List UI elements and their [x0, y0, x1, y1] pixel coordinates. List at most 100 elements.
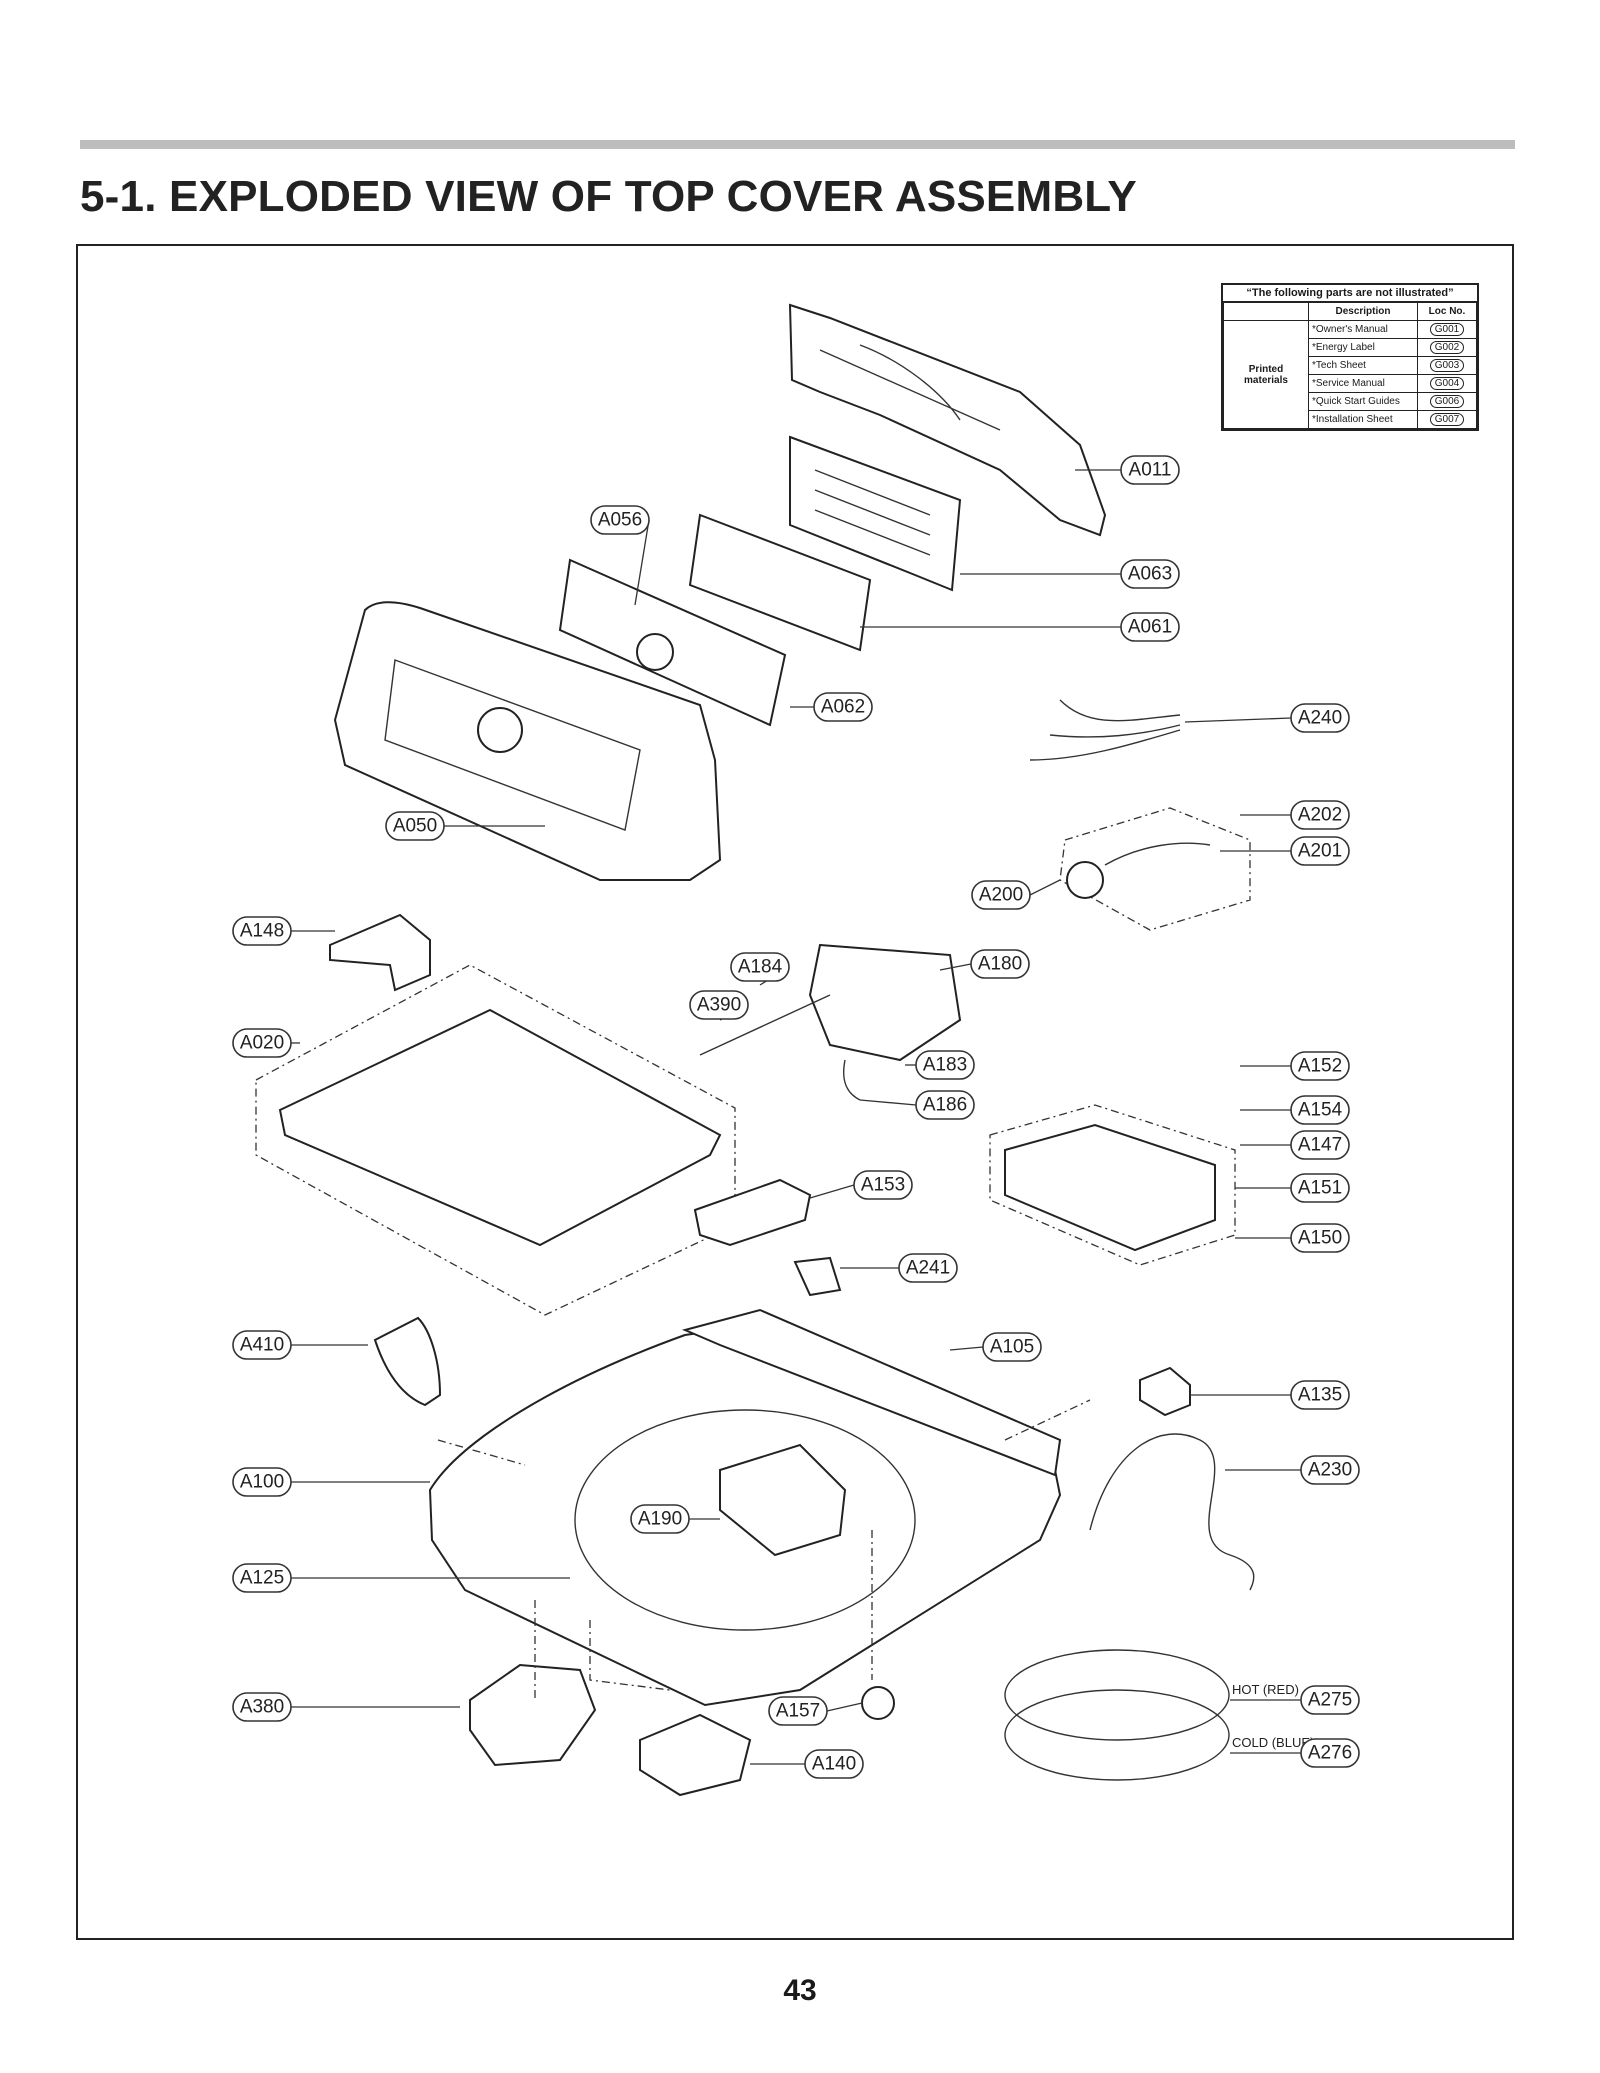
callout-label-A135: A135	[1298, 1385, 1342, 1406]
legend-loc-cell: G006	[1417, 392, 1477, 411]
callout-label-A153: A153	[861, 1175, 905, 1196]
assembly-line-1	[437, 1439, 526, 1466]
callout-A100: A100	[232, 1467, 430, 1497]
legend-description: *Service Manual	[1308, 374, 1418, 393]
callout-label-A151: A151	[1298, 1178, 1342, 1199]
callout-A147: A147	[1240, 1130, 1350, 1160]
callout-label-A183: A183	[923, 1055, 967, 1076]
part-A011-shape	[788, 303, 1107, 537]
part-A200-shape	[1066, 861, 1104, 899]
part-A050-dial	[477, 707, 523, 753]
callout-bubble-A135	[1290, 1380, 1350, 1410]
part-A061-shape	[688, 513, 872, 652]
callout-A410: A410	[232, 1330, 368, 1360]
callout-label-A157: A157	[776, 1701, 820, 1722]
callout-bubble-A276	[1300, 1738, 1360, 1768]
callout-A020: A020	[232, 1028, 300, 1058]
callout-label-A230: A230	[1308, 1460, 1352, 1481]
callout-A152: A152	[1240, 1051, 1350, 1081]
callout-bubble-A275	[1300, 1685, 1360, 1715]
callout-label-A180: A180	[978, 954, 1022, 975]
legend-header-blank	[1223, 302, 1309, 321]
legend-header-loc: Loc No.	[1417, 302, 1477, 321]
callout-bubble-A056	[590, 505, 650, 535]
part-A050-shape	[333, 601, 722, 881]
callout-bubble-A147	[1290, 1130, 1350, 1160]
part-A240-shape	[1029, 699, 1181, 761]
part-A390-shape	[699, 994, 831, 1056]
callout-A151: A151	[1235, 1173, 1350, 1203]
callout-A241: A241	[840, 1253, 958, 1283]
callout-bubble-A063	[1120, 559, 1180, 589]
callout-label-A390: A390	[697, 995, 741, 1016]
callout-label-A100: A100	[240, 1472, 284, 1493]
callout-A135: A135	[1190, 1380, 1350, 1410]
callout-bubble-A410	[232, 1330, 292, 1360]
callout-label-A150: A150	[1298, 1228, 1342, 1249]
callout-bubble-A011	[1120, 455, 1180, 485]
callout-bubble-A140	[804, 1749, 864, 1779]
leader-line-A240	[1184, 717, 1292, 723]
callout-label-A202: A202	[1298, 805, 1342, 826]
leader-line-A153	[809, 1184, 855, 1199]
legend-loc-cell: G003	[1417, 356, 1477, 375]
assembly-line-5	[1004, 1399, 1091, 1441]
callout-label-A275: A275	[1308, 1690, 1352, 1711]
assembly-line-3	[589, 1620, 671, 1691]
callout-bubble-A240	[1290, 703, 1350, 733]
page-title: 5-1. EXPLODED VIEW OF TOP COVER ASSEMBLY	[80, 172, 1137, 221]
callout-bubble-A050	[385, 811, 445, 841]
callout-A105: A105	[949, 1332, 1042, 1362]
callout-bubble-A100	[232, 1467, 292, 1497]
legend-table: Description Loc No. Printed materials*Ow…	[1223, 302, 1477, 429]
part-A201-hose	[1104, 842, 1211, 866]
legend-loc-badge: G001	[1429, 323, 1465, 336]
callout-A148: A148	[232, 916, 335, 946]
part-A241-shape	[793, 1256, 842, 1297]
legend-row: *Tech Sheet G003	[1224, 356, 1477, 375]
legend-description: *Energy Label	[1308, 338, 1418, 357]
part-A230-shape	[1089, 1433, 1255, 1591]
callout-label-A050: A050	[393, 816, 437, 837]
part-A180-shape	[808, 943, 962, 1062]
callout-bubble-A157	[768, 1696, 828, 1726]
part-A135-shape	[1139, 1366, 1191, 1417]
callout-bubble-A153	[853, 1170, 913, 1200]
callout-label-A241: A241	[906, 1258, 950, 1279]
part-A157-shape	[861, 1686, 895, 1720]
callout-A190: A190	[630, 1504, 720, 1534]
legend-description: *Installation Sheet	[1308, 410, 1418, 429]
callout-bubble-A020	[232, 1028, 292, 1058]
callout-label-A186: A186	[923, 1095, 967, 1116]
part-A186-shape	[843, 1059, 861, 1101]
callout-label-A011: A011	[1129, 460, 1172, 481]
callout-bubble-A148	[232, 916, 292, 946]
callout-bubble-A150	[1290, 1223, 1350, 1253]
callout-bubble-A202	[1290, 800, 1350, 830]
legend-description: *Quick Start Guides	[1308, 392, 1418, 411]
legend-header-row: Description Loc No.	[1223, 302, 1477, 321]
legend-group-label: Printed materials	[1223, 320, 1309, 429]
legend-loc-cell: G007	[1417, 410, 1477, 429]
legend-description: *Tech Sheet	[1308, 356, 1418, 375]
leader-line-A056	[634, 519, 650, 606]
legend-loc-badge: G003	[1429, 359, 1465, 372]
callout-A201: A201	[1220, 836, 1350, 866]
callout-label-A105: A105	[990, 1337, 1034, 1358]
callout-A140: A140	[750, 1749, 864, 1779]
callout-bubble-A230	[1300, 1455, 1360, 1485]
part-A011-detail	[819, 344, 1001, 431]
part-A190-shape	[719, 1443, 847, 1557]
callout-A011: A011	[1075, 455, 1180, 485]
callout-A063: A063	[960, 559, 1180, 589]
callout-label-A184: A184	[738, 957, 783, 978]
callout-label-A063: A063	[1128, 564, 1172, 585]
exploded-view-diagram: HOT (RED) COLD (BLUE) A011A056A063A061A0…	[232, 303, 1360, 1797]
callout-label-A062: A062	[821, 697, 865, 718]
callout-A230: A230	[1225, 1455, 1360, 1485]
callout-A202: A202	[1240, 800, 1350, 830]
